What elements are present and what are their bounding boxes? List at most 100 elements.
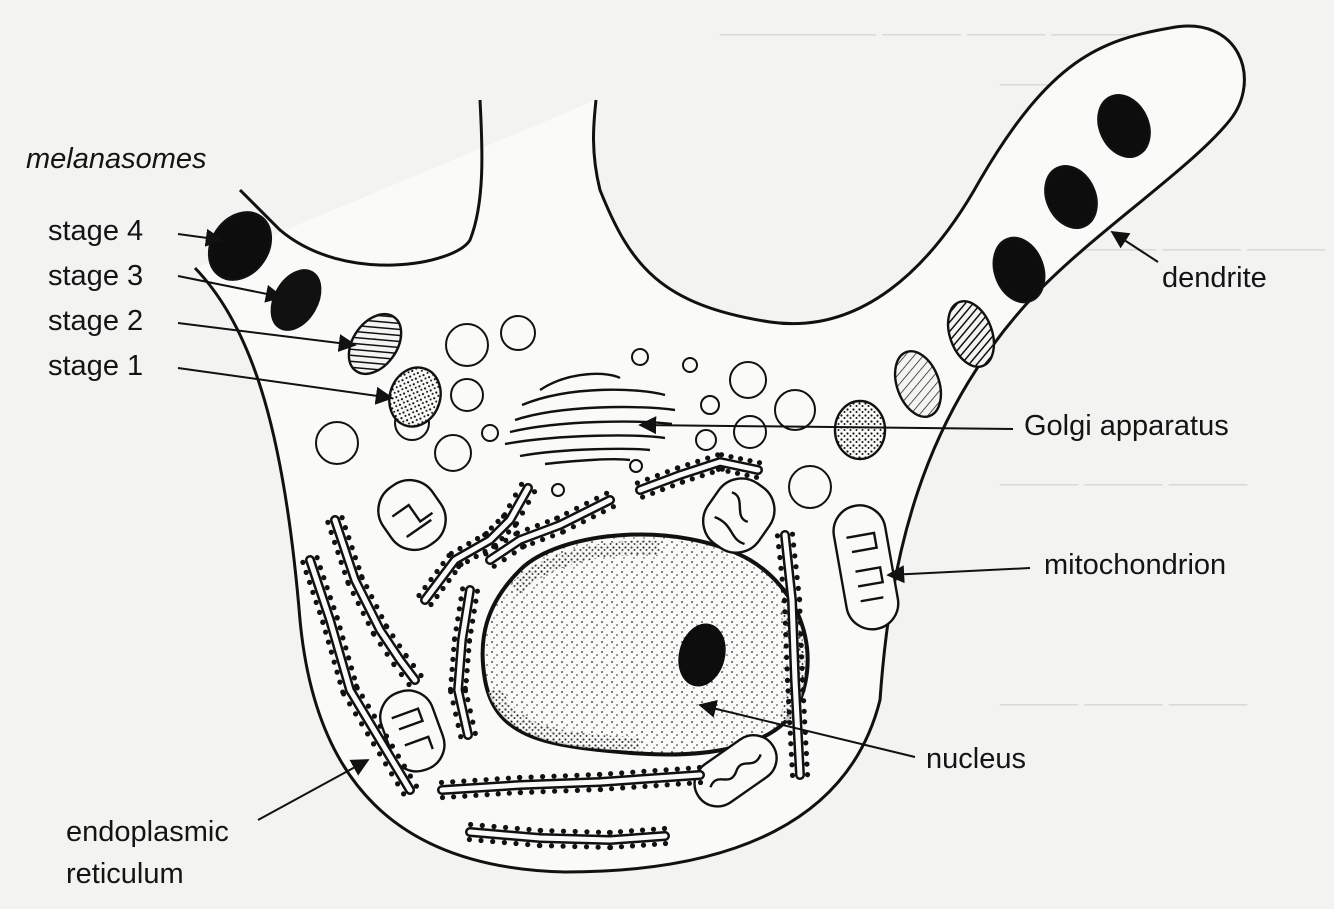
- ribosome-dot: [383, 761, 389, 767]
- label-golgi-apparatus: Golgi apparatus: [1024, 410, 1229, 442]
- melanosome-dendrite-3: [946, 300, 996, 368]
- ribosome-dot: [784, 654, 790, 661]
- mitochondrion-4: [379, 689, 446, 773]
- ribosome-dot: [715, 452, 721, 458]
- ribosome-dot: [466, 836, 472, 843]
- label-dendrite: dendrite: [1162, 262, 1267, 294]
- ribosome-dot: [540, 774, 546, 780]
- ribosome-dot: [407, 773, 413, 779]
- ribosome-dot: [503, 824, 509, 831]
- ribosome-dot: [786, 709, 792, 715]
- ribosome-dot: [787, 720, 793, 726]
- mitochondrion-1: [377, 478, 447, 552]
- ribosome-dot: [482, 532, 488, 538]
- ribosome-dot: [526, 826, 532, 833]
- ribosome-dot: [747, 458, 753, 464]
- ribosome-dot: [347, 701, 353, 707]
- ribosome-dot: [604, 490, 610, 496]
- ribosome-dot: [401, 791, 407, 797]
- ribosome-dot: [505, 775, 511, 781]
- ribosome-dot: [537, 842, 543, 849]
- ribosome-dot: [395, 781, 401, 787]
- label-stage2: stage 2: [48, 305, 144, 337]
- ribosome-dot: [488, 525, 494, 531]
- ribosome-dot: [472, 777, 478, 784]
- golgi-apparatus: [504, 372, 676, 466]
- er-strand-lumen: [455, 587, 473, 738]
- ribosome-dot: [413, 783, 419, 789]
- ribosome-dot: [401, 763, 407, 769]
- ribosome-dot: [584, 829, 590, 835]
- ribosome-dot: [697, 779, 704, 786]
- ribosome-dot: [696, 764, 703, 771]
- ribosome-dot: [356, 565, 362, 571]
- ribosome-dot: [467, 708, 473, 714]
- ribosome-dot: [317, 609, 323, 616]
- leader-nucleus: [698, 700, 916, 758]
- ribosome-dot: [560, 529, 567, 535]
- ribosome-dot: [327, 595, 333, 601]
- ribosome-dot: [631, 784, 637, 790]
- ribosome-dot: [737, 456, 744, 462]
- ribosome-dot: [512, 492, 519, 498]
- ribosome-dot: [514, 825, 520, 832]
- label-mitochondrion: mitochondrion: [1044, 549, 1227, 581]
- ribosome-dot: [586, 787, 592, 793]
- leader-stage4: [177, 228, 224, 247]
- ribosome-dot: [789, 531, 796, 537]
- ribosome-dot: [795, 585, 801, 592]
- ribosome-dot: [458, 596, 464, 602]
- ribosome-dot: [788, 741, 794, 747]
- leader-stage1: [177, 367, 394, 405]
- ribosome-dot: [345, 580, 351, 587]
- ribosome-dot: [513, 521, 520, 527]
- ribosome-dot: [341, 691, 347, 697]
- ribosome-dot: [798, 631, 804, 637]
- ribosome-dot: [346, 535, 352, 541]
- ribosome-dot: [799, 654, 805, 660]
- label-reticulum: reticulum: [66, 858, 184, 890]
- melanosome-dendrite-4: [992, 236, 1046, 304]
- ribosome-dot: [640, 842, 647, 848]
- ribosome-dot: [600, 509, 607, 515]
- ribosome-dot: [398, 671, 405, 678]
- ribosome-dot: [456, 606, 462, 612]
- ribosome-dot: [534, 522, 541, 529]
- nucleolus: [678, 623, 726, 687]
- ribosome-dot: [474, 535, 481, 542]
- ribosome-dot: [705, 455, 711, 461]
- ribosome-dot: [325, 519, 331, 526]
- ribosome-dot: [353, 683, 359, 689]
- ribosome-dot: [377, 641, 383, 647]
- ribosome-dot: [365, 731, 371, 737]
- ribosome-dot: [377, 751, 383, 757]
- ribosome-dot: [585, 772, 591, 778]
- ribosome-dot: [438, 779, 445, 786]
- ribosome-dot: [416, 592, 422, 599]
- ribosome-dot: [465, 697, 471, 703]
- ribosome-dot: [451, 646, 457, 653]
- melanosome-dendrite-1: [833, 399, 887, 461]
- ribosome-dot: [383, 623, 389, 629]
- ribosome-dot: [789, 772, 796, 779]
- ribosome-dot: [470, 719, 476, 725]
- ribosome-dot: [529, 789, 535, 795]
- ribosome-dot: [342, 569, 348, 576]
- ribosome-dot: [608, 771, 614, 777]
- ribosome-dot: [620, 785, 626, 791]
- ribosome-dot: [303, 569, 309, 576]
- er-strand-lumen: [307, 557, 413, 793]
- ribosome-dot: [686, 780, 693, 786]
- ribosome-dot: [639, 827, 646, 833]
- ribosome-dot: [552, 788, 558, 794]
- label-endoplasmic: endoplasmic: [66, 816, 229, 848]
- ribosome-dot: [506, 529, 512, 535]
- ribosome-dot: [609, 786, 615, 792]
- ribosome-dot: [434, 593, 440, 600]
- er-strand-lumen: [439, 772, 703, 793]
- ribosome-dot: [550, 533, 556, 539]
- ribosome-dot: [348, 665, 355, 671]
- er-strand-lumen: [637, 459, 761, 493]
- ribosome-dot: [560, 828, 567, 834]
- ribosome-dot: [580, 519, 587, 525]
